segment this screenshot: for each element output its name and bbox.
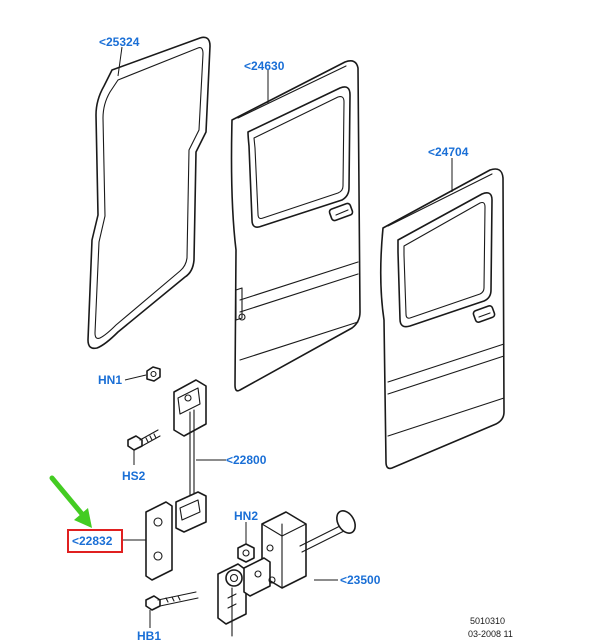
highlight-box bbox=[67, 529, 123, 553]
callout-23500[interactable]: <23500 bbox=[340, 573, 381, 587]
callout-hn1[interactable]: HN1 bbox=[98, 373, 122, 387]
side-door bbox=[379, 168, 505, 470]
diagram-code: 5010310 bbox=[470, 616, 505, 626]
hinge-assembly bbox=[217, 510, 356, 637]
callout-22800[interactable]: <22800 bbox=[226, 453, 267, 467]
bolt-hb1 bbox=[145, 591, 199, 611]
door-check-strap bbox=[173, 379, 207, 533]
callout-hs2[interactable]: HS2 bbox=[122, 469, 146, 483]
diagram-date: 03-2008 11 bbox=[468, 629, 513, 639]
sliding-door bbox=[230, 60, 361, 392]
callout-24630[interactable]: <24630 bbox=[244, 59, 285, 73]
callout-24704[interactable]: <24704 bbox=[428, 145, 469, 159]
callout-22832[interactable]: <22832 bbox=[72, 534, 113, 548]
hex-nut-hn1 bbox=[146, 366, 161, 382]
screw-hs2 bbox=[127, 429, 161, 451]
leader-lines bbox=[117, 46, 453, 628]
hex-nut-hn2 bbox=[237, 543, 255, 563]
callout-hb1[interactable]: HB1 bbox=[137, 629, 161, 641]
callout-25324[interactable]: <25324 bbox=[99, 35, 140, 49]
reinforcement-plate bbox=[145, 501, 173, 581]
green-pointer-arrow bbox=[49, 475, 92, 528]
callout-hn2[interactable]: HN2 bbox=[234, 509, 258, 523]
weatherstrip-seal bbox=[87, 36, 211, 350]
